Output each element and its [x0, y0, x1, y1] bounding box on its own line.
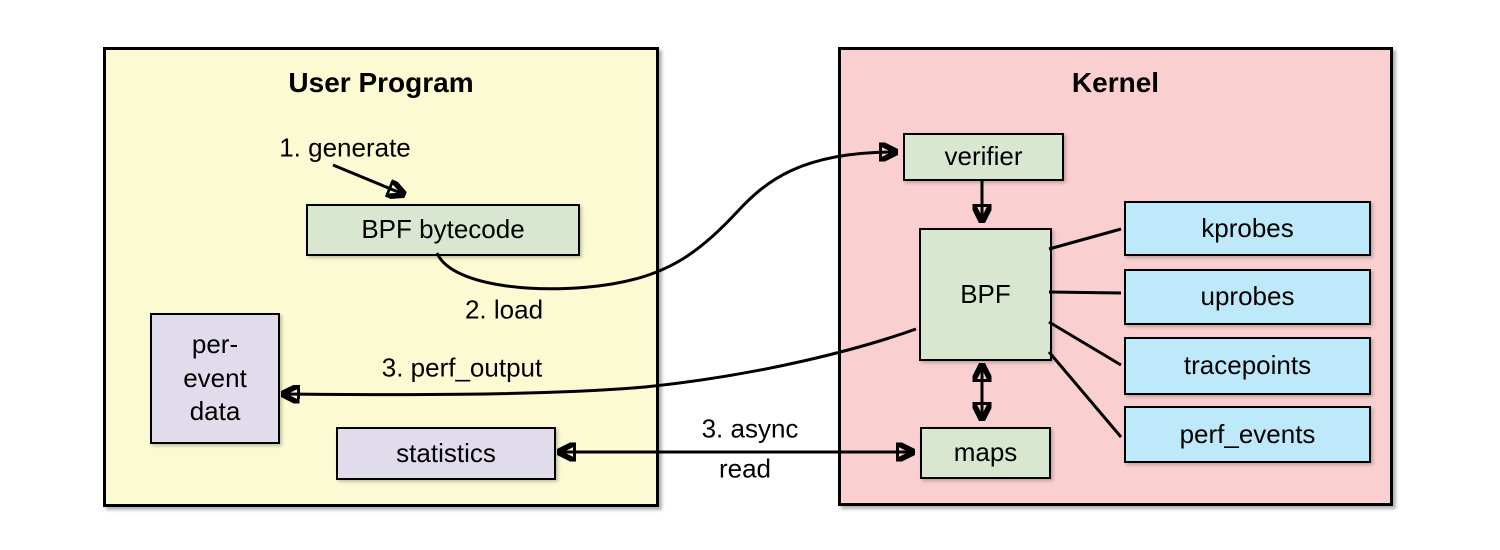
bpf-bytecode-label: BPF bytecode	[361, 214, 525, 245]
statistics-label: statistics	[396, 437, 496, 468]
per-event-data-box: per- event data	[150, 313, 280, 444]
uprobes-label: uprobes	[1200, 281, 1295, 312]
step-label-perf-output: 3. perf_output	[381, 352, 543, 383]
uprobes-box: uprobes	[1124, 269, 1371, 325]
bpf-bytecode-box: BPF bytecode	[306, 204, 580, 256]
perf-events-label: perf_events	[1179, 418, 1316, 449]
per-event-data-line3: data	[189, 396, 241, 427]
kernel-title: Kernel	[1071, 67, 1160, 98]
per-event-data-line1: per-	[191, 328, 239, 359]
step-label-async-read-line2: read	[718, 453, 772, 484]
step-label-generate: 1. generate	[279, 132, 411, 163]
maps-box: maps	[920, 427, 1051, 479]
kprobes-label: kprobes	[1201, 212, 1294, 243]
kernel-panel: Kernel verifier BPF maps kprobes uprobes…	[838, 47, 1393, 506]
bpf-box: BPF	[919, 228, 1052, 361]
user-program-panel: User Program BPF bytecode per- event dat…	[103, 47, 659, 507]
statistics-box: statistics	[336, 427, 556, 480]
perf-events-box: perf_events	[1124, 406, 1371, 463]
per-event-data-line2: event	[183, 362, 247, 393]
step-label-async-read-line1: 3. async	[701, 413, 799, 444]
kprobes-box: kprobes	[1124, 201, 1371, 256]
tracepoints-box: tracepoints	[1124, 337, 1371, 395]
user-program-title: User Program	[288, 67, 474, 98]
step-label-load: 2. load	[464, 294, 544, 325]
verifier-label: verifier	[944, 141, 1023, 172]
verifier-box: verifier	[903, 133, 1064, 181]
bpf-label: BPF	[960, 278, 1011, 309]
tracepoints-label: tracepoints	[1183, 350, 1312, 381]
maps-label: maps	[953, 437, 1018, 468]
